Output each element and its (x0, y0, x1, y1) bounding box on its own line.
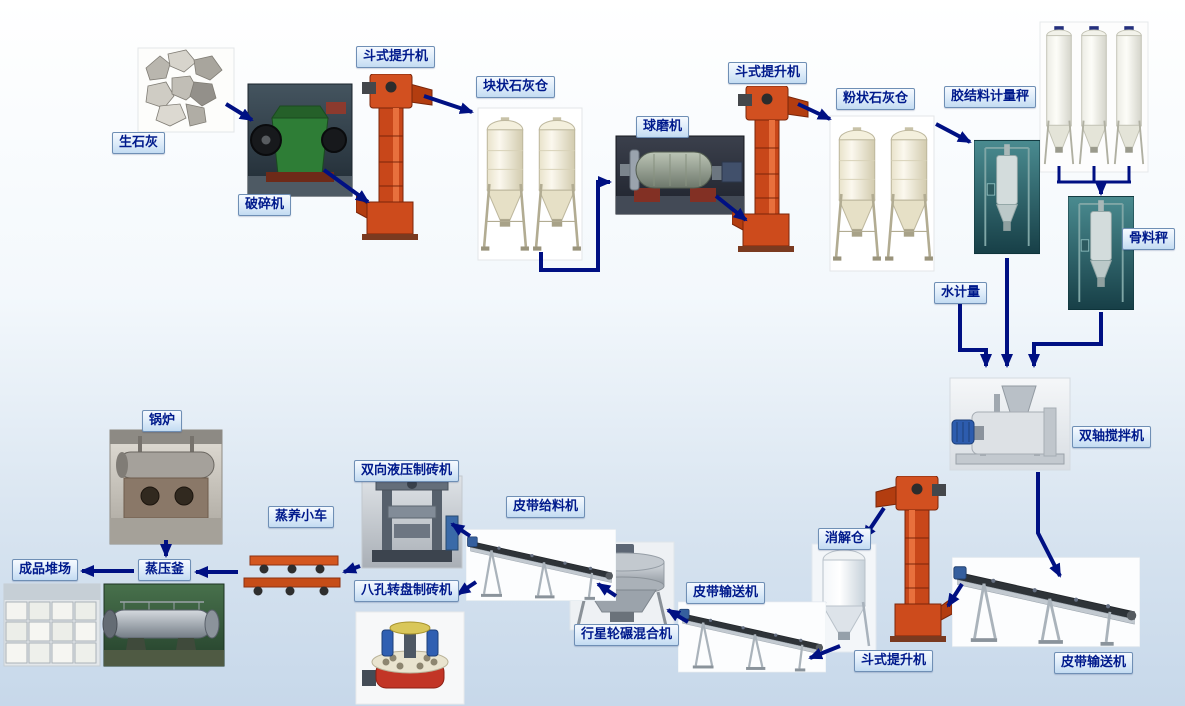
rotary-brick-machine-image (355, 611, 465, 705)
label-ball-mill: 球磨机 (636, 116, 690, 138)
label-hydraulic-brick-machine: 双向液压制砖机 (354, 460, 460, 482)
label-belt-conveyor-right: 皮带输送机 (1054, 652, 1134, 674)
label-curing-trolley: 蒸养小车 (268, 506, 335, 528)
hydraulic-brick-machine-image (361, 475, 463, 569)
label-water-meter: 水计量 (934, 282, 988, 304)
label-powder-lime-silo: 粉状石灰仓 (836, 88, 916, 110)
bucket-elevator-1-image (356, 74, 433, 241)
label-digestion-silo: 消解仓 (818, 528, 872, 550)
belt-feeder-image (466, 528, 616, 602)
crusher-image (247, 83, 353, 197)
label-binder-scale: 胶结料计量秤 (944, 86, 1037, 108)
label-quicklime: 生石灰 (112, 132, 166, 154)
label-lump-lime-silo: 块状石灰仓 (476, 76, 556, 98)
label-bucket-elevator-3: 斗式提升机 (854, 650, 934, 672)
label-rotary-brick-machine: 八孔转盘制砖机 (354, 580, 460, 602)
twin-shaft-mixer-image (949, 377, 1071, 471)
curing-trolley-image (243, 555, 341, 596)
label-belt-feeder: 皮带给料机 (506, 496, 586, 518)
label-planetary-mixer: 行星轮碾混合机 (574, 624, 680, 646)
label-bucket-elevator-2: 斗式提升机 (728, 62, 808, 84)
lump-lime-silo-image (477, 107, 583, 261)
powder-lime-silo-image (829, 115, 935, 272)
label-boiler: 锅炉 (142, 410, 183, 432)
belt-conveyor-mid-image (678, 600, 826, 674)
label-crusher: 破碎机 (238, 194, 292, 216)
bucket-elevator-3-image (875, 476, 952, 643)
binder-scale-image (974, 139, 1040, 255)
boiler-image (109, 429, 223, 545)
label-bucket-elevator-1: 斗式提升机 (356, 46, 436, 68)
belt-conveyor-right-image (952, 556, 1140, 648)
aggregate-silos-image (1039, 21, 1149, 173)
aggregate-scale-image (1068, 196, 1134, 310)
label-twin-shaft-mixer: 双轴搅拌机 (1072, 426, 1152, 448)
label-autoclave: 蒸压釜 (138, 559, 192, 581)
label-aggregate-scale: 骨料秤 (1122, 228, 1176, 250)
label-product-yard: 成品堆场 (12, 559, 79, 581)
flow-arrows (80, 94, 1131, 660)
label-belt-conveyor-mid: 皮带输送机 (686, 582, 766, 604)
autoclave-image (102, 583, 225, 667)
product-yard-image (3, 583, 101, 667)
digestion-silo-image (811, 543, 877, 653)
quicklime-image (137, 47, 235, 133)
